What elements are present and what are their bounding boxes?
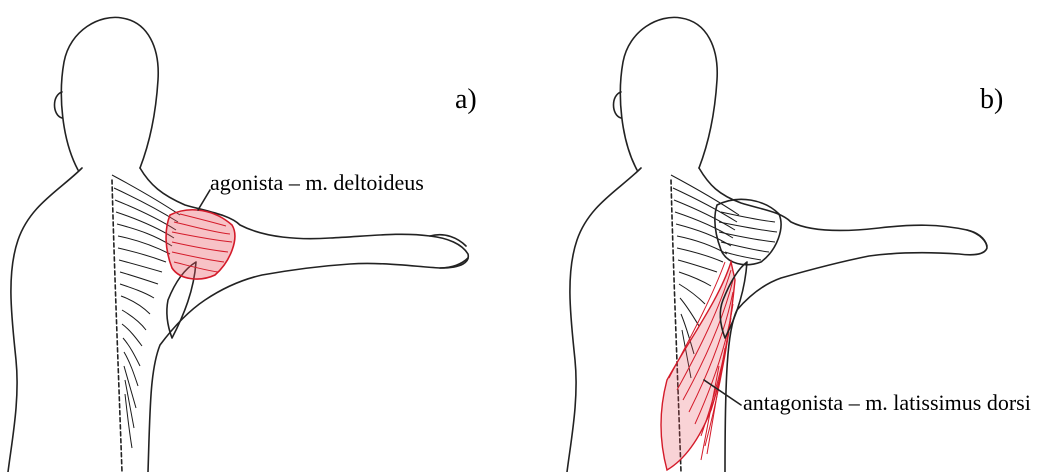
latissimus-dorsi-muscle <box>661 262 735 470</box>
deltoid-fibres <box>715 199 781 264</box>
callout-antagonista: antagonista – m. latissimus dorsi <box>743 390 1031 416</box>
torso-outline <box>8 168 468 472</box>
spine-line <box>112 180 122 472</box>
callout-leader-a <box>198 190 210 210</box>
panel-b: b) antagonista – m. latissimus dorsi <box>519 0 1039 472</box>
head-outline <box>620 17 717 170</box>
back-figure-illustration-a <box>0 0 519 472</box>
panel-a: a) agonista – m. deltoideus <box>0 0 519 472</box>
head-outline <box>61 17 158 170</box>
hand-outline <box>967 230 987 246</box>
panel-label: a) <box>455 84 477 116</box>
panel-label: b) <box>980 84 1003 116</box>
torso-outline <box>567 168 987 472</box>
callout-agonista: agonista – m. deltoideus <box>210 170 424 196</box>
deltoid-muscle <box>166 210 235 279</box>
